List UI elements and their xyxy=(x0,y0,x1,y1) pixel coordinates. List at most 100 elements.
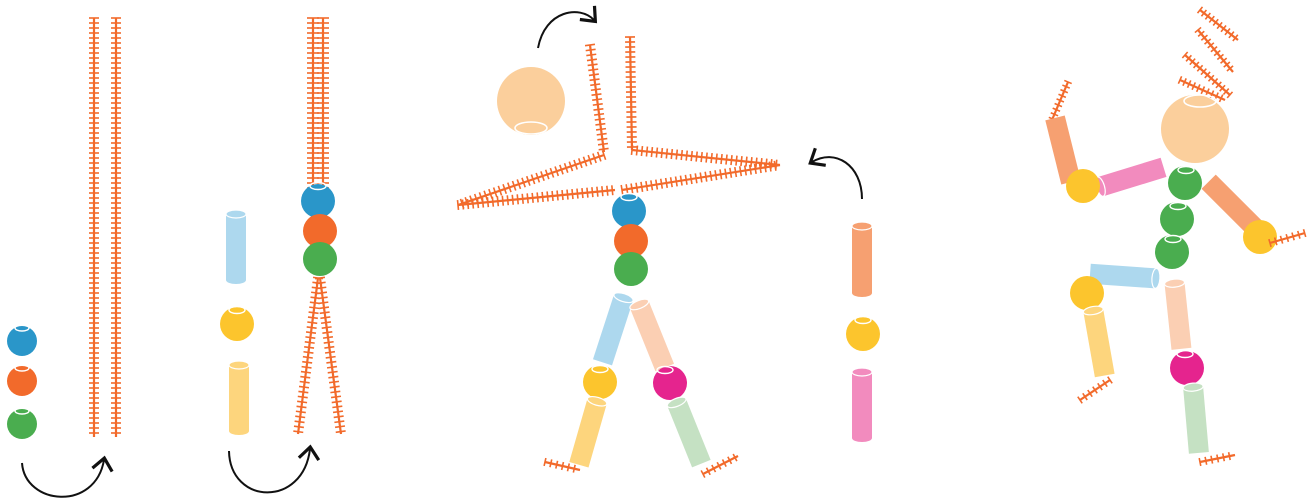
stage-3 xyxy=(458,12,880,477)
strand-rung xyxy=(319,307,329,308)
strand-rung xyxy=(612,185,613,195)
tube-peach xyxy=(628,297,674,371)
head xyxy=(1161,95,1229,163)
strand-rung xyxy=(303,357,313,358)
strand-rung xyxy=(330,391,340,392)
bead-yellow xyxy=(846,317,880,352)
tube-light-green xyxy=(666,395,711,467)
strand-rung xyxy=(324,347,334,348)
strand-rung xyxy=(588,69,598,70)
strand-rung xyxy=(329,381,339,382)
strand-rung xyxy=(631,183,633,193)
strand-rung xyxy=(685,175,687,185)
strand-rung xyxy=(333,411,343,412)
strand-rung xyxy=(332,406,342,407)
strand-rung xyxy=(587,188,588,198)
strand-rung xyxy=(472,199,473,209)
strand-rung xyxy=(676,176,678,186)
strand-rung xyxy=(458,200,459,210)
strand-rung xyxy=(550,459,552,467)
strand-rung xyxy=(586,49,596,50)
strand-rung xyxy=(307,322,317,323)
strand-rung xyxy=(656,180,658,190)
strand-rung xyxy=(304,352,314,353)
bead-green xyxy=(303,242,337,276)
strand-rung xyxy=(740,166,742,176)
bead-orange xyxy=(7,365,37,396)
strand-rung xyxy=(300,377,310,378)
strand-rung xyxy=(701,152,702,162)
tube-pink xyxy=(852,368,872,442)
curved-arrow-icon xyxy=(538,12,594,48)
bead-yellow xyxy=(1066,169,1100,203)
strand-rung xyxy=(482,198,483,208)
strand-rung xyxy=(721,154,722,164)
strand-rung xyxy=(636,146,637,156)
strand-rung xyxy=(671,149,672,159)
dna-strand-icon xyxy=(315,277,346,434)
tube-light-blue xyxy=(593,291,634,366)
strand-rung xyxy=(294,426,304,427)
strand-rung xyxy=(582,188,583,198)
bead-blue xyxy=(7,325,37,356)
strand-rung xyxy=(631,145,632,155)
strand-rung xyxy=(666,178,668,188)
strand-rung xyxy=(1199,458,1201,466)
strand-rung xyxy=(730,168,732,178)
strand-rung xyxy=(497,196,498,206)
strand-rung xyxy=(297,401,307,402)
strand-rung xyxy=(305,342,315,343)
strand-rung xyxy=(726,155,727,165)
strand-rung xyxy=(326,362,336,363)
strand-rung xyxy=(597,134,607,135)
strand-rung xyxy=(1304,229,1306,237)
dna-strand-icon xyxy=(111,18,121,437)
strand-rung xyxy=(711,153,712,163)
strand-rung xyxy=(328,371,338,372)
bead-green xyxy=(7,408,37,439)
bead-green xyxy=(614,252,648,286)
strand-rung xyxy=(297,406,307,407)
strand-rung xyxy=(467,199,468,209)
strand-rung xyxy=(542,192,543,202)
strand-rung xyxy=(590,84,600,85)
strand-rung xyxy=(595,124,605,125)
stage-1 xyxy=(7,18,121,497)
strand-rung xyxy=(661,148,662,158)
strand-rung xyxy=(302,367,312,368)
strand-rung xyxy=(706,153,707,163)
bead-yellow xyxy=(1243,220,1277,254)
strand-rung xyxy=(597,139,607,140)
strand-rung xyxy=(318,297,328,298)
strand-rung xyxy=(725,169,727,179)
strand-rung xyxy=(621,185,623,195)
strand-rung xyxy=(306,332,316,333)
strand-rung xyxy=(651,180,653,190)
strand-rung xyxy=(300,382,310,383)
strand-rung xyxy=(680,176,682,186)
strand-rung xyxy=(691,151,692,161)
strand-rung xyxy=(298,396,308,397)
strand-rung xyxy=(705,172,707,182)
strand-rung xyxy=(1292,233,1294,241)
strand-rung xyxy=(587,59,597,60)
bead-green xyxy=(1155,235,1189,269)
stage-2 xyxy=(220,18,346,492)
strand-rung xyxy=(322,327,332,328)
strand-rung xyxy=(651,147,652,157)
strand-rung xyxy=(492,197,493,207)
tube-light-green xyxy=(1183,382,1209,453)
strand-rung xyxy=(487,197,488,207)
strand-rung xyxy=(591,89,601,90)
strand-rung xyxy=(293,431,303,432)
strand-rung xyxy=(690,174,692,184)
bead-blue xyxy=(612,194,646,229)
strand-rung xyxy=(336,431,346,432)
dna-strand-icon xyxy=(293,277,323,434)
strand-rung xyxy=(556,461,558,469)
strand-rung xyxy=(700,173,702,183)
strand-rung xyxy=(331,396,341,397)
strand-rung xyxy=(590,79,600,80)
strand-rung xyxy=(1217,455,1219,463)
tube-light-yellow xyxy=(569,395,608,468)
